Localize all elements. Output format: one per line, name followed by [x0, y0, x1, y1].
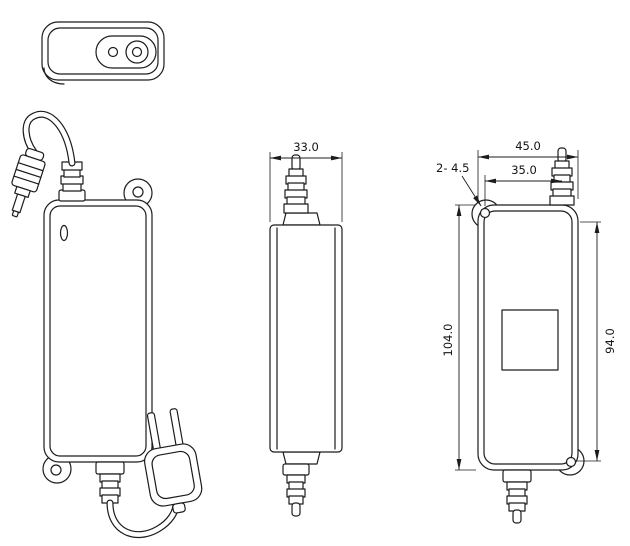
ac-inlet-pin-right [131, 46, 143, 58]
side-view: 33.0 [269, 140, 343, 517]
dc-barrel-plug [11, 147, 46, 218]
end-view [41, 21, 165, 85]
callout-mount-holes: 2- 4.5 [436, 161, 482, 207]
dim-overall-height-label: 104.0 [441, 324, 455, 357]
front-top-strain-relief [58, 161, 86, 202]
front-top-mount-hole [132, 186, 144, 198]
dimension-side-width: 33.0 [269, 140, 343, 222]
side-top-strain-relief [283, 154, 309, 214]
back-body-inner-line [483, 210, 573, 465]
led-indicator [59, 224, 69, 242]
dim-mount-height-label: 94.0 [603, 328, 617, 354]
side-bottom-tab-edge [282, 451, 321, 465]
ac-inlet-socket-right [125, 40, 149, 64]
front-body-inner-line [49, 205, 147, 457]
plug-body [143, 443, 203, 507]
dimension-mount-pitch: 35.0 [484, 163, 562, 206]
dimension-mount-height: 94.0 [577, 221, 617, 462]
end-view-flange-edge [43, 67, 65, 85]
us-two-prong-plug [143, 408, 203, 514]
front-bottom-strain-relief [95, 461, 125, 504]
side-body-outline [269, 224, 343, 453]
ac-cord [106, 499, 180, 539]
hole-callout-label: 2- 4.5 [436, 161, 469, 175]
dim-mount-pitch-label: 35.0 [511, 163, 537, 177]
front-view [11, 110, 203, 539]
dim-overall-width-label: 45.0 [515, 139, 541, 153]
plug-cord-entry [172, 502, 186, 514]
dimension-overall-width: 45.0 [477, 139, 579, 199]
back-top-mount-hole [479, 207, 491, 219]
end-view-body-inner-line [47, 27, 159, 75]
back-view: 45.0 35.0 2- 4.5 104.0 94.0 [436, 139, 617, 524]
rating-label-area [501, 309, 559, 371]
back-bottom-strain-relief [502, 469, 532, 524]
back-bottom-mount-hole [565, 456, 577, 468]
ac-inlet-pin-left [107, 46, 119, 58]
front-bottom-mount-hole [50, 464, 62, 476]
front-body-outline [43, 199, 153, 463]
side-bottom-strain-relief [282, 463, 310, 517]
side-top-tab-edge [282, 212, 321, 226]
dimension-overall-height: 104.0 [441, 204, 476, 471]
plug-face-line [151, 450, 195, 500]
dc-cord [22, 110, 76, 167]
back-body-outline [477, 204, 579, 471]
dim-side-width-label: 33.0 [293, 140, 319, 154]
plug-prong-right [169, 408, 184, 450]
